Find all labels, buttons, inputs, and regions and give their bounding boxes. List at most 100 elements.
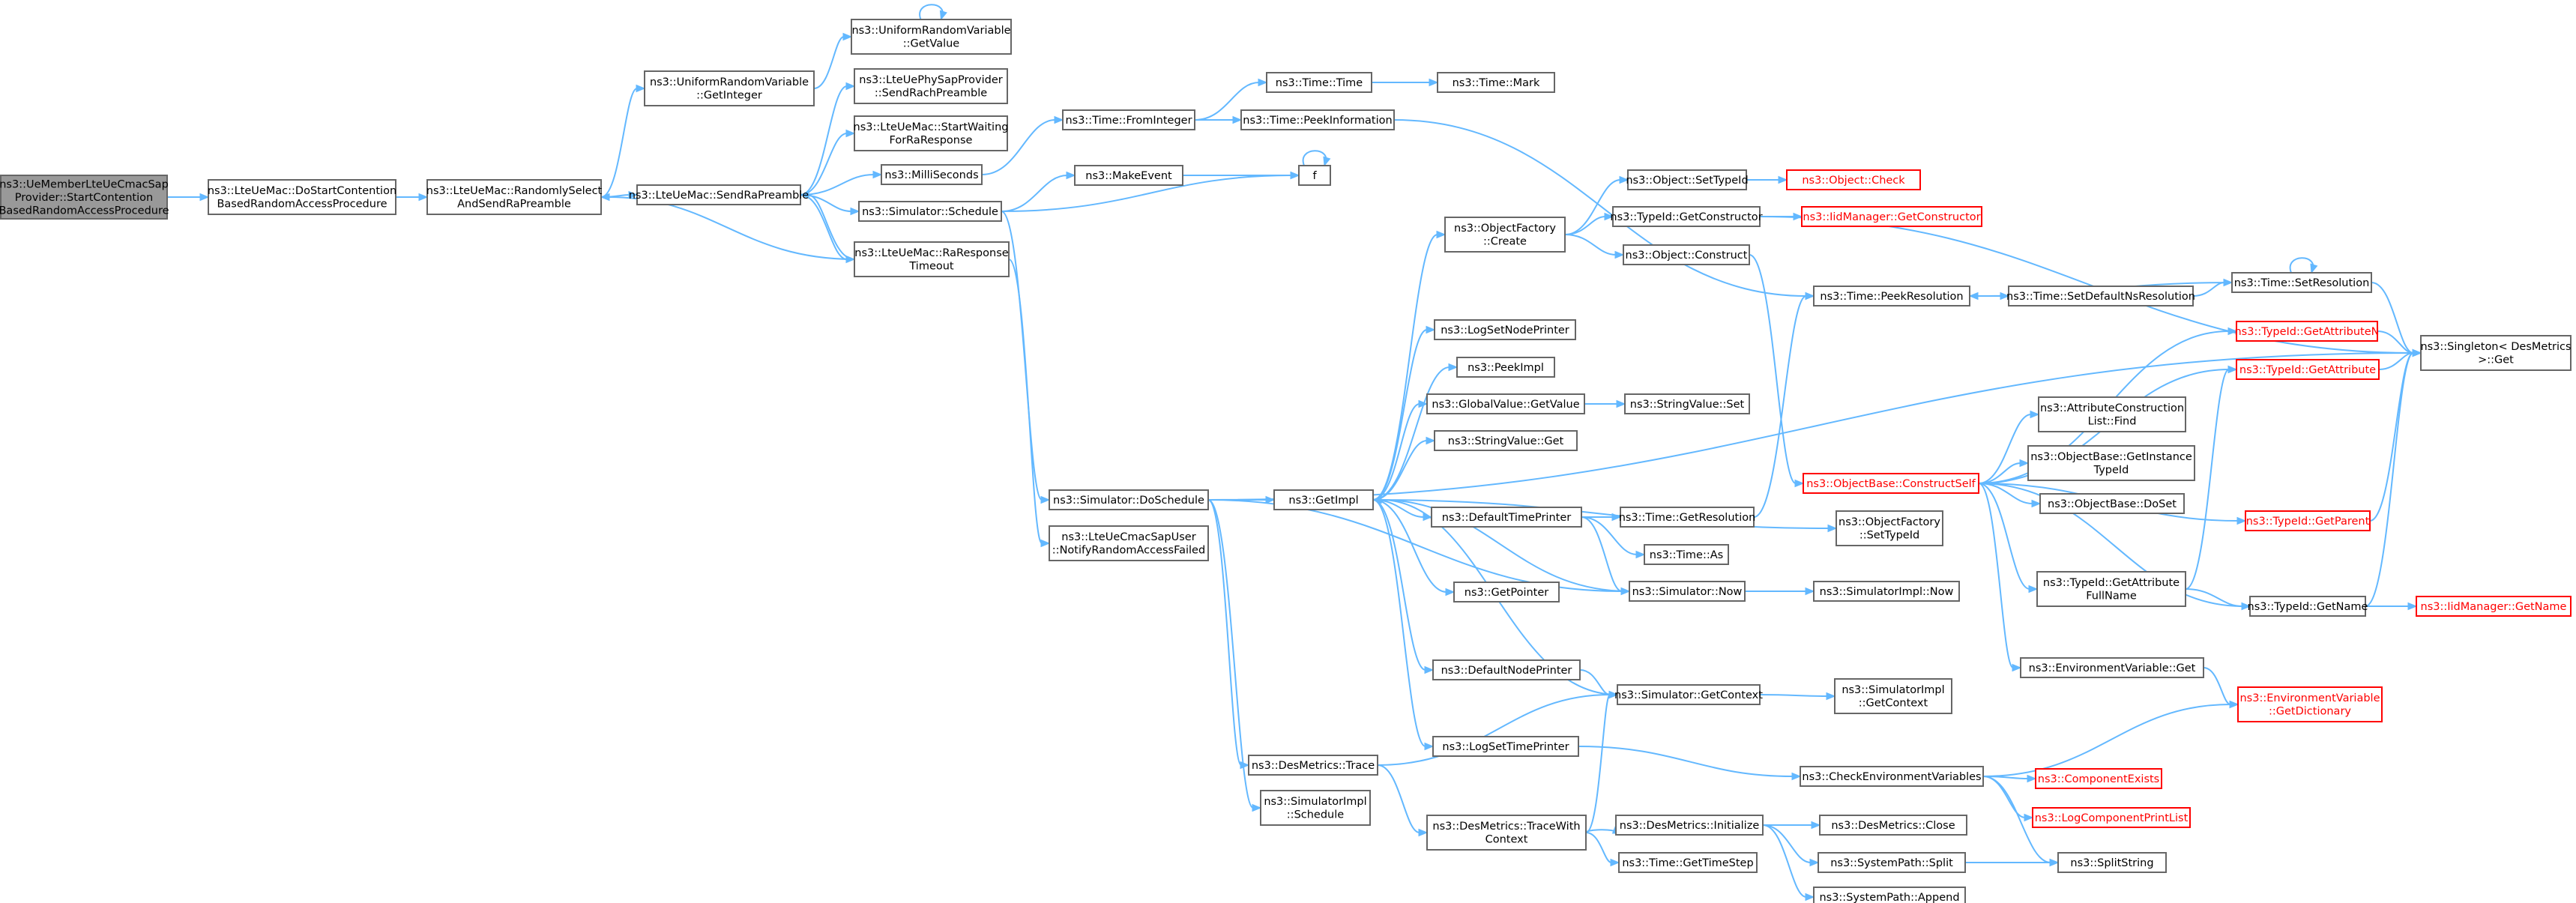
node-strValGet[interactable]: ns3::StringValue::Get [1434,430,1578,451]
node-peekInfo[interactable]: ns3::Time::PeekInformation [1240,109,1395,130]
node-dmClose[interactable]: ns3::DesMetrics::Close [1819,815,1967,836]
node-box [2231,272,2372,293]
node-label: ns3::EnvironmentVariable::Get [2029,662,2196,674]
node-root[interactable]: ns3::UeMemberLteUeCmacSapProvider::Start… [0,175,169,220]
node-objFactCreate[interactable]: ns3::ObjectFactory::Create [1444,217,1566,253]
node-tidGetCtor[interactable]: ns3::TypeId::GetConstructor [1610,206,1763,227]
node-phySend[interactable]: ns3::LteUePhySapProvider::SendRachPreamb… [854,68,1008,104]
node-iidGetCtor[interactable]: ns3::IidManager::GetConstructor [1801,206,1982,227]
edge-tidGetName-to-iidGetName [2365,602,2418,611]
node-tidGetAttrN[interactable]: ns3::TypeId::GetAttributeN [2234,321,2380,342]
node-splitString[interactable]: ns3::SplitString [2057,852,2167,873]
node-simImplSched[interactable]: ns3::SimulatorImpl::Schedule [1260,790,1371,826]
node-box [1801,206,1982,227]
node-timeGetRes[interactable]: ns3::Time::GetResolution [1619,507,1756,528]
node-label: ns3::LteUePhySapProvider [859,74,1003,86]
node-checkEnv[interactable]: ns3::CheckEnvironmentVariables [1800,766,1984,787]
node-simSched[interactable]: ns3::Simulator::Schedule [858,201,1002,222]
node-dmInit[interactable]: ns3::DesMetrics::Initialize [1615,815,1764,836]
node-timeAs[interactable]: ns3::Time::As [1644,544,1729,565]
node-box [1618,852,1758,873]
node-doSched[interactable]: ns3::Simulator::DoSchedule [1049,489,1209,510]
node-tidGetAttr[interactable]: ns3::TypeId::GetAttribute [2236,359,2380,380]
node-label: ns3::ObjectBase::ConstructSelf [1806,478,1976,490]
node-box [426,179,602,215]
node-label: ns3::TypeId::GetAttributeN [2234,326,2379,338]
node-makeEvent[interactable]: ns3::MakeEvent [1074,165,1183,186]
node-setRes[interactable]: ns3::Time::SetResolution [2231,272,2372,293]
node-urvGetVal[interactable]: ns3::UniformRandomVariable::GetValue [851,19,1012,55]
node-objBaseCS[interactable]: ns3::ObjectBase::ConstructSelf [1803,473,1979,494]
node-dmTrace[interactable]: ns3::DesMetrics::Trace [1248,755,1378,776]
node-iidGetName[interactable]: ns3::IidManager::GetName [2416,596,2572,617]
node-simImplNow[interactable]: ns3::SimulatorImpl::Now [1813,581,1960,602]
edge-defTimePrinter-to-timeAs [1581,516,1646,559]
edge-dmInit-to-dmClose [1763,821,1821,830]
node-f[interactable]: f [1298,165,1331,186]
node-logSetTime[interactable]: ns3::LogSetTimePrinter [1432,736,1579,757]
node-defTimePrinter[interactable]: ns3::DefaultTimePrinter [1431,507,1582,528]
node-spSplit[interactable]: ns3::SystemPath::Split [1818,852,1966,873]
edge-sendRa-to-raTimeout [800,194,856,264]
node-label: ns3::ObjectBase::GetInstance [2030,451,2192,463]
node-getImpl[interactable]: ns3::GetImpl [1273,489,1374,510]
node-label: ns3::TypeId::GetParent [2246,516,2370,528]
node-peekImpl[interactable]: ns3::PeekImpl [1456,357,1555,378]
node-box [1834,678,1952,714]
node-label: ns3::IidManager::GetName [2421,601,2567,613]
node-simNow[interactable]: ns3::Simulator::Now [1629,581,1746,602]
edge-dmTrace-to-dmTraceWith [1377,764,1429,837]
node-notifyFail[interactable]: ns3::LteUeCmacSapUser::NotifyRandomAcces… [1049,525,1209,561]
node-doStart[interactable]: ns3::LteUeMac::DoStartContentionBasedRan… [208,179,396,215]
node-timeTime[interactable]: ns3::Time::Time [1266,72,1372,93]
node-urvGetInt[interactable]: ns3::UniformRandomVariable::GetInteger [644,70,815,106]
edge-setDefNsRes-to-setRes [2192,278,2233,297]
node-gvGetValue[interactable]: ns3::GlobalValue::GetValue [1426,393,1585,414]
node-objConstruct[interactable]: ns3::Object::Construct [1623,244,1750,265]
node-objCheck[interactable]: ns3::Object::Check [1786,169,1921,190]
edge-tidGetAttrFN-to-tidGetAttr [2185,365,2238,590]
node-box [2038,396,2186,432]
node-peekRes[interactable]: ns3::Time::PeekResolution [1813,286,1970,306]
node-tidGetParent[interactable]: ns3::TypeId::GetParent [2245,510,2371,531]
node-label: ns3::LteUeMac::DoStartContention [208,185,396,197]
node-label: ns3::Time::PeekInformation [1243,115,1392,127]
node-obDoSet[interactable]: ns3::ObjectBase::DoSet [2039,493,2185,514]
node-envGet[interactable]: ns3::EnvironmentVariable::Get [2020,657,2204,678]
node-label: BasedRandomAccessProcedure [217,199,387,211]
edge-randSelect-to-urvGetInt [600,84,646,198]
node-milli[interactable]: ns3::MilliSeconds [881,164,983,185]
node-compExists[interactable]: ns3::ComponentExists [2035,768,2162,789]
node-label: ns3::SimulatorImpl::Now [1820,586,1954,598]
node-getPointer[interactable]: ns3::GetPointer [1453,582,1560,602]
node-label: >::Get [2478,354,2514,366]
node-timeMark[interactable]: ns3::Time::Mark [1437,72,1555,93]
node-simGetCtx[interactable]: ns3::Simulator::GetContext [1614,684,1763,705]
node-strValSet[interactable]: ns3::StringValue::Set [1624,393,1750,414]
node-envGetDict[interactable]: ns3::EnvironmentVariable::GetDictionary [2237,686,2383,722]
node-defNodePrinter[interactable]: ns3::DefaultNodePrinter [1432,659,1581,680]
node-timeGetStep[interactable]: ns3::Time::GetTimeStep [1618,852,1758,873]
node-logCompPrint[interactable]: ns3::LogComponentPrintList [2032,807,2191,828]
node-ofSetTid[interactable]: ns3::ObjectFactory::SetTypeId [1836,510,1943,546]
node-objSetTid[interactable]: ns3::Object::SetTypeId [1626,169,1749,190]
node-randSelect[interactable]: ns3::LteUeMac::RandomlySelectAndSendRaPr… [426,179,603,215]
node-fromInt[interactable]: ns3::Time::FromInteger [1062,109,1195,130]
node-sendRa[interactable]: ns3::LteUeMac::SendRaPreamble [629,184,809,205]
node-singletonGet[interactable]: ns3::Singleton< DesMetrics >::Get [2420,335,2572,371]
node-setDefNsRes[interactable]: ns3::Time::SetDefaultNsResolution [2006,286,2195,306]
node-box [2020,657,2204,678]
node-label: ::NotifyRandomAccessFailed [1052,545,1205,557]
node-spAppend[interactable]: ns3::SystemPath::Append [1813,887,1966,903]
node-logSetNode[interactable]: ns3::LogSetNodePrinter [1434,319,1576,340]
node-label: ns3::Simulator::Now [1632,586,1743,598]
node-tidGetName[interactable]: ns3::TypeId::GetName [2248,596,2368,617]
node-simImplGetCtx[interactable]: ns3::SimulatorImpl::GetContext [1834,678,1952,714]
node-label: ns3::LogComponentPrintList [2035,812,2189,824]
